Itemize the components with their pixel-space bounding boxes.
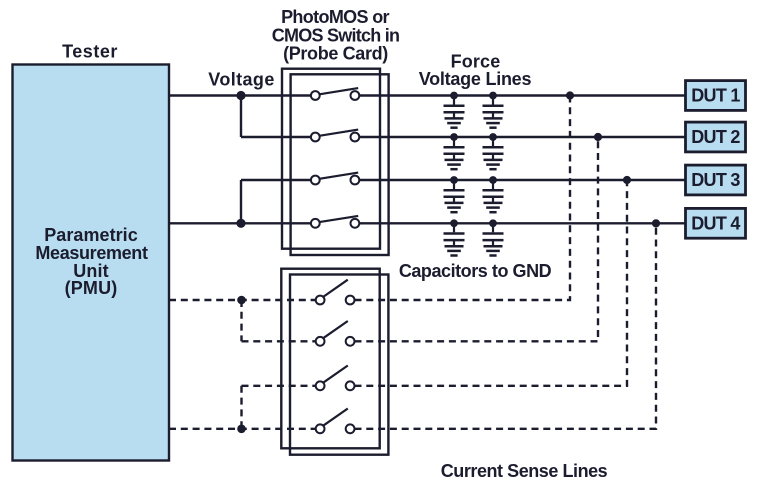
- svg-text:Voltage Lines: Voltage Lines: [419, 69, 532, 89]
- svg-text:Voltage: Voltage: [208, 70, 274, 90]
- svg-text:DUT 3: DUT 3: [691, 170, 740, 190]
- svg-text:PhotoMOS or: PhotoMOS or: [281, 7, 389, 27]
- svg-text:Parametric: Parametric: [44, 225, 138, 245]
- svg-text:DUT 2: DUT 2: [691, 127, 740, 147]
- svg-text:Current Sense Lines: Current Sense Lines: [441, 461, 608, 481]
- svg-text:Measurement: Measurement: [35, 243, 148, 263]
- svg-text:Tester: Tester: [62, 42, 118, 62]
- svg-text:Capacitors to GND: Capacitors to GND: [399, 261, 552, 281]
- svg-text:CMOS Switch in: CMOS Switch in: [272, 26, 400, 46]
- svg-text:DUT 1: DUT 1: [691, 86, 740, 106]
- svg-text:Force: Force: [451, 52, 501, 72]
- svg-text:Unit: Unit: [73, 261, 109, 281]
- svg-text:(Probe Card): (Probe Card): [283, 43, 388, 63]
- svg-text:DUT 4: DUT 4: [691, 214, 740, 234]
- svg-text:(PMU): (PMU): [65, 278, 118, 298]
